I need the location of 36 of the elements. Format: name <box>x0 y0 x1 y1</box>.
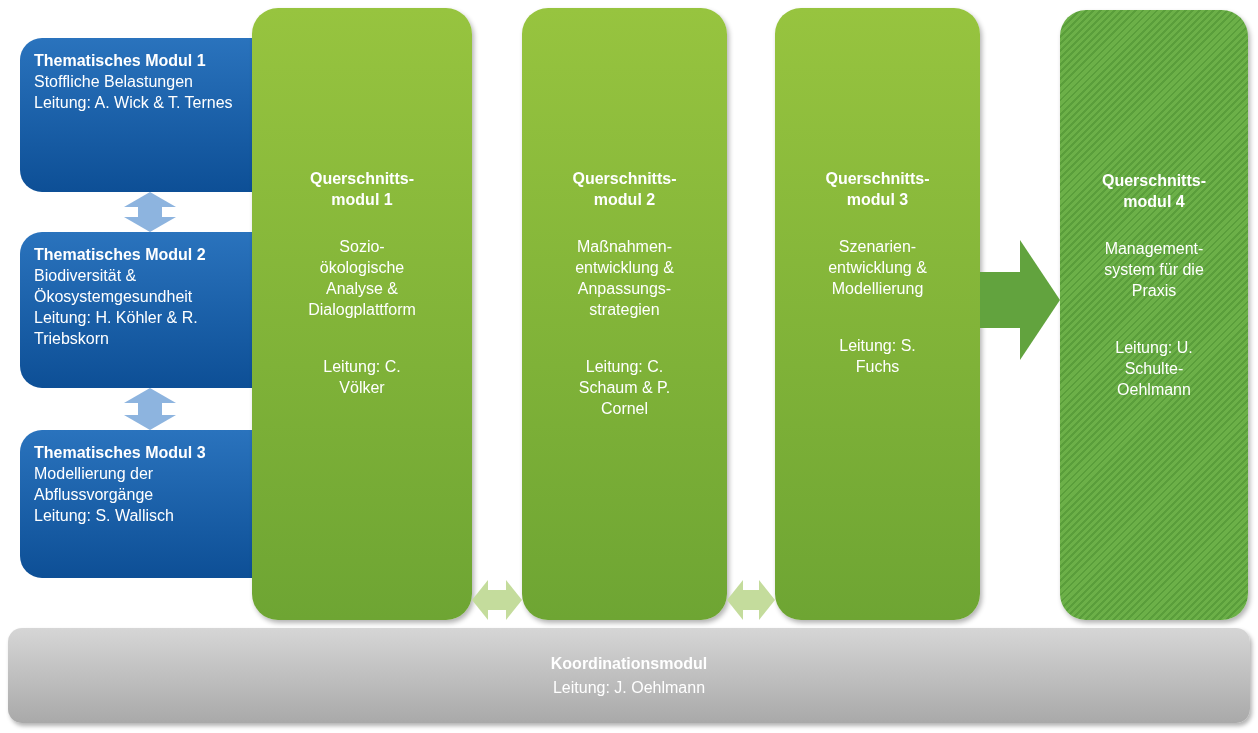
module-lead: Leitung: S. Fuchs <box>838 336 917 377</box>
module-column <box>522 8 727 620</box>
module-description: Modellierung der Abflussvorgänge <box>34 464 155 505</box>
module-title: Querschnitts- modul 4 <box>1101 171 1207 212</box>
module-title: Querschnitts- modul 3 <box>824 169 931 210</box>
module-lead: Leitung: J. Oehlmann <box>552 677 706 698</box>
module-column <box>775 8 980 620</box>
module-description: Management- system für die Praxis <box>1103 239 1205 301</box>
module-description: Maßnahmen- entwicklung & Anpassungs- strategien <box>574 237 675 320</box>
module-title: Koordinationsmodul <box>550 653 708 674</box>
coordination-bar <box>8 628 1250 723</box>
module-lead: Leitung: C. Schaum & P. Cornel <box>577 357 672 419</box>
module-lead: Leitung: S. Wallisch <box>34 506 175 526</box>
arrow <box>980 240 1060 360</box>
arrow <box>124 192 176 232</box>
module-title: Querschnitts- modul 2 <box>571 169 678 210</box>
module-band <box>20 38 252 192</box>
module-title: Thematisches Modul 3 <box>34 443 207 463</box>
module-lead: Leitung: A. Wick & T. Ternes <box>34 93 234 113</box>
module-lead: Leitung: C. Völker <box>322 357 402 398</box>
module-band <box>20 232 252 388</box>
module-lead: Leitung: U. Schulte- Oehlmann <box>1114 338 1194 400</box>
module-description: Sozio- ökologische Analyse & Dialogplattform <box>307 237 417 320</box>
module-title: Querschnitts- modul 1 <box>309 169 415 210</box>
module-column <box>1060 10 1248 620</box>
module-description: Stoffliche Belastungen <box>34 72 194 92</box>
module-description: Szenarien- entwicklung & Modellierung <box>827 237 928 299</box>
module-band <box>20 430 252 578</box>
module-title: Thematisches Modul 1 <box>34 51 207 71</box>
arrow <box>727 580 775 620</box>
module-lead: Leitung: H. Köhler & R. Triebskorn <box>34 308 199 349</box>
module-title: Thematisches Modul 2 <box>34 245 207 265</box>
module-description: Biodiversität & Ökosystemgesundheit <box>34 266 194 307</box>
arrow <box>472 580 522 620</box>
arrow <box>124 388 176 430</box>
module-column <box>252 8 472 620</box>
